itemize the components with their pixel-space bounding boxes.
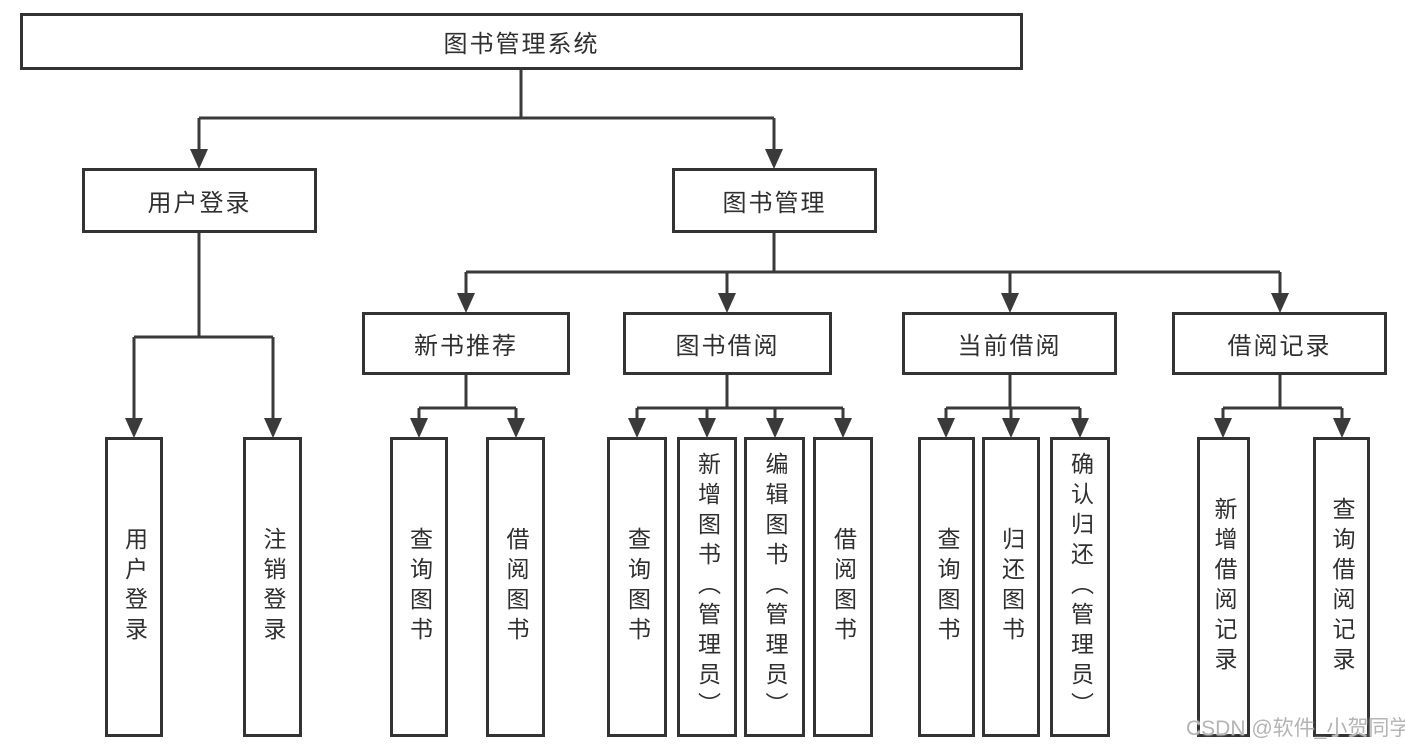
leaf-borrow-books: 借阅图书 bbox=[813, 437, 873, 737]
leaf-add-borrow-record: 新增借阅记录 bbox=[1197, 437, 1250, 737]
node-root: 图书管理系统 bbox=[20, 13, 1023, 70]
leaf-confirm-return-admin: 确认归还（管理员） bbox=[1050, 437, 1110, 737]
leaf-return-books: 归还图书 bbox=[982, 437, 1040, 737]
leaf-query-books-current: 查询图书 bbox=[918, 437, 975, 737]
node-new-book-recommend: 新书推荐 bbox=[362, 312, 570, 375]
leaf-add-books-admin: 新增图书（管理员） bbox=[677, 437, 737, 737]
node-user-login-label: 用户登录 bbox=[147, 190, 252, 217]
node-book-borrow-label: 图书借阅 bbox=[675, 333, 780, 360]
leaf-borrow-books-recommend: 借阅图书 bbox=[486, 437, 545, 737]
csdn-watermark: CSDN @软件_小贺同学 bbox=[1186, 717, 1405, 740]
leaf-borrow-books-label: 借阅图书 bbox=[830, 527, 857, 647]
node-book-management-label: 图书管理 bbox=[722, 190, 827, 217]
leaf-borrow-books-recommend-label: 借阅图书 bbox=[503, 527, 529, 647]
leaf-query-borrow-record-label: 查询借阅记录 bbox=[1329, 497, 1355, 677]
leaf-add-borrow-record-label: 新增借阅记录 bbox=[1211, 497, 1237, 677]
node-current-borrow-label: 当前借阅 bbox=[957, 333, 1062, 360]
leaf-query-books-borrow-label: 查询图书 bbox=[624, 527, 651, 647]
leaf-query-books-borrow: 查询图书 bbox=[607, 437, 667, 737]
node-borrow-records-label: 借阅记录 bbox=[1227, 333, 1332, 360]
leaf-logout: 注销登录 bbox=[243, 437, 302, 737]
leaf-query-books-current-label: 查询图书 bbox=[934, 527, 960, 647]
leaf-edit-books-admin-label: 编辑图书（管理员） bbox=[762, 452, 788, 722]
node-user-login: 用户登录 bbox=[82, 168, 317, 233]
node-book-borrow: 图书借阅 bbox=[623, 312, 832, 375]
leaf-query-books-recommend: 查询图书 bbox=[390, 437, 448, 737]
node-book-management: 图书管理 bbox=[672, 168, 877, 233]
leaf-edit-books-admin: 编辑图书（管理员） bbox=[744, 437, 805, 737]
leaf-user-login-label: 用户登录 bbox=[121, 527, 148, 647]
node-new-book-recommend-label: 新书推荐 bbox=[414, 333, 518, 360]
leaf-logout-label: 注销登录 bbox=[260, 527, 286, 647]
node-current-borrow: 当前借阅 bbox=[902, 312, 1117, 375]
leaf-query-books-recommend-label: 查询图书 bbox=[406, 527, 433, 647]
node-root-label: 图书管理系统 bbox=[443, 31, 600, 58]
leaf-return-books-label: 归还图书 bbox=[998, 527, 1025, 647]
leaf-query-borrow-record: 查询借阅记录 bbox=[1313, 437, 1370, 737]
leaf-add-books-admin-label: 新增图书（管理员） bbox=[694, 452, 721, 722]
leaf-confirm-return-admin-label: 确认归还（管理员） bbox=[1067, 452, 1094, 722]
leaf-user-login: 用户登录 bbox=[105, 437, 163, 737]
node-borrow-records: 借阅记录 bbox=[1172, 312, 1387, 375]
